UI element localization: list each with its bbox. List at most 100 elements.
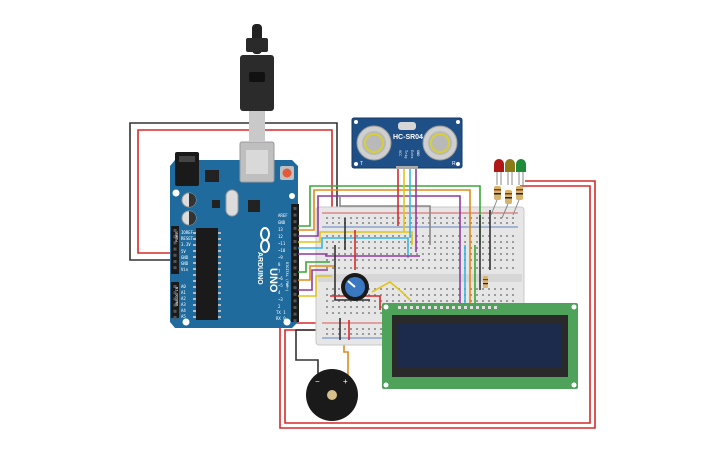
pin-label: 8	[278, 262, 281, 267]
hole	[398, 247, 400, 249]
hole	[482, 247, 484, 249]
hole	[446, 253, 448, 255]
hole	[362, 235, 364, 237]
hole	[380, 288, 382, 290]
hole	[398, 306, 401, 309]
hole	[350, 328, 352, 330]
hole	[368, 294, 370, 296]
hole	[422, 253, 424, 255]
hole	[428, 288, 430, 290]
hole	[446, 235, 448, 237]
hole	[380, 267, 382, 269]
hole	[362, 259, 364, 261]
hole	[374, 306, 376, 308]
sensor-side-t: T	[360, 161, 363, 167]
hole	[416, 300, 418, 302]
hole	[368, 241, 370, 243]
hole	[512, 294, 514, 296]
hole	[482, 306, 485, 309]
pin-label: ~10	[278, 248, 286, 253]
hole	[332, 247, 334, 249]
arduino-brand: ARDUINO	[256, 252, 263, 285]
hole	[512, 247, 514, 249]
hole	[422, 259, 424, 261]
arduino-logo-icon	[260, 227, 270, 253]
hole	[398, 241, 400, 243]
hole	[434, 259, 436, 261]
hole	[344, 328, 346, 330]
arduino-uno: ARDUINO UNO AREF GND 13 12 ~11 ~10 ~9 8 …	[170, 24, 299, 328]
hole	[193, 316, 196, 318]
hole	[404, 288, 406, 290]
hole	[374, 217, 376, 219]
hole	[218, 262, 221, 264]
hole	[416, 247, 418, 249]
hole	[350, 253, 352, 255]
ultrasonic-sensor: HC-SR04 T R VCC Trig Echo GND	[351, 117, 463, 169]
hole	[386, 253, 388, 255]
hole	[362, 300, 364, 302]
hole	[344, 312, 346, 314]
hole	[386, 235, 388, 237]
hole	[293, 226, 297, 230]
hole	[410, 259, 412, 261]
hole	[446, 294, 448, 296]
hole	[332, 259, 334, 261]
hole	[392, 253, 394, 255]
hole	[458, 294, 460, 296]
hole	[338, 328, 340, 330]
pin-label: ~9	[278, 255, 283, 260]
hole	[173, 297, 177, 301]
hole	[338, 222, 340, 224]
hole	[422, 267, 424, 269]
hole	[218, 310, 221, 312]
hole	[326, 306, 328, 308]
hole	[500, 241, 502, 243]
hole	[506, 241, 508, 243]
hole	[338, 288, 340, 290]
hole	[386, 288, 388, 290]
hole	[193, 232, 196, 234]
hole	[380, 241, 382, 243]
hole	[293, 312, 297, 316]
hole	[398, 222, 400, 224]
hole	[398, 217, 400, 219]
section-label-analog: ANALOG IN	[175, 287, 179, 306]
hole	[293, 292, 297, 296]
hole	[326, 300, 328, 302]
hole	[446, 306, 449, 309]
hole	[293, 253, 297, 257]
hole	[434, 241, 436, 243]
hole	[506, 235, 508, 237]
hole	[326, 333, 328, 335]
hole	[464, 241, 466, 243]
hole	[458, 222, 460, 224]
hole	[482, 253, 484, 255]
hole	[410, 247, 412, 249]
hole	[470, 267, 472, 269]
sensor-label: HC-SR04	[393, 134, 423, 141]
hole	[392, 300, 394, 302]
pin-label: 13	[278, 227, 283, 232]
hole	[392, 235, 394, 237]
hole	[218, 238, 221, 240]
hole	[422, 306, 425, 309]
hole	[422, 217, 424, 219]
hole	[374, 241, 376, 243]
hole	[326, 222, 328, 224]
hole	[410, 294, 412, 296]
hole	[482, 288, 484, 290]
hole	[326, 253, 328, 255]
hole	[404, 217, 406, 219]
hole	[488, 288, 490, 290]
pin-label: AREF	[278, 213, 288, 218]
hole	[452, 259, 454, 261]
hole	[464, 235, 466, 237]
hole	[440, 300, 442, 302]
pin-label: A3	[181, 302, 186, 307]
hole	[173, 247, 177, 251]
hole	[380, 253, 382, 255]
hole	[416, 288, 418, 290]
hole	[332, 300, 334, 302]
hole	[410, 217, 412, 219]
